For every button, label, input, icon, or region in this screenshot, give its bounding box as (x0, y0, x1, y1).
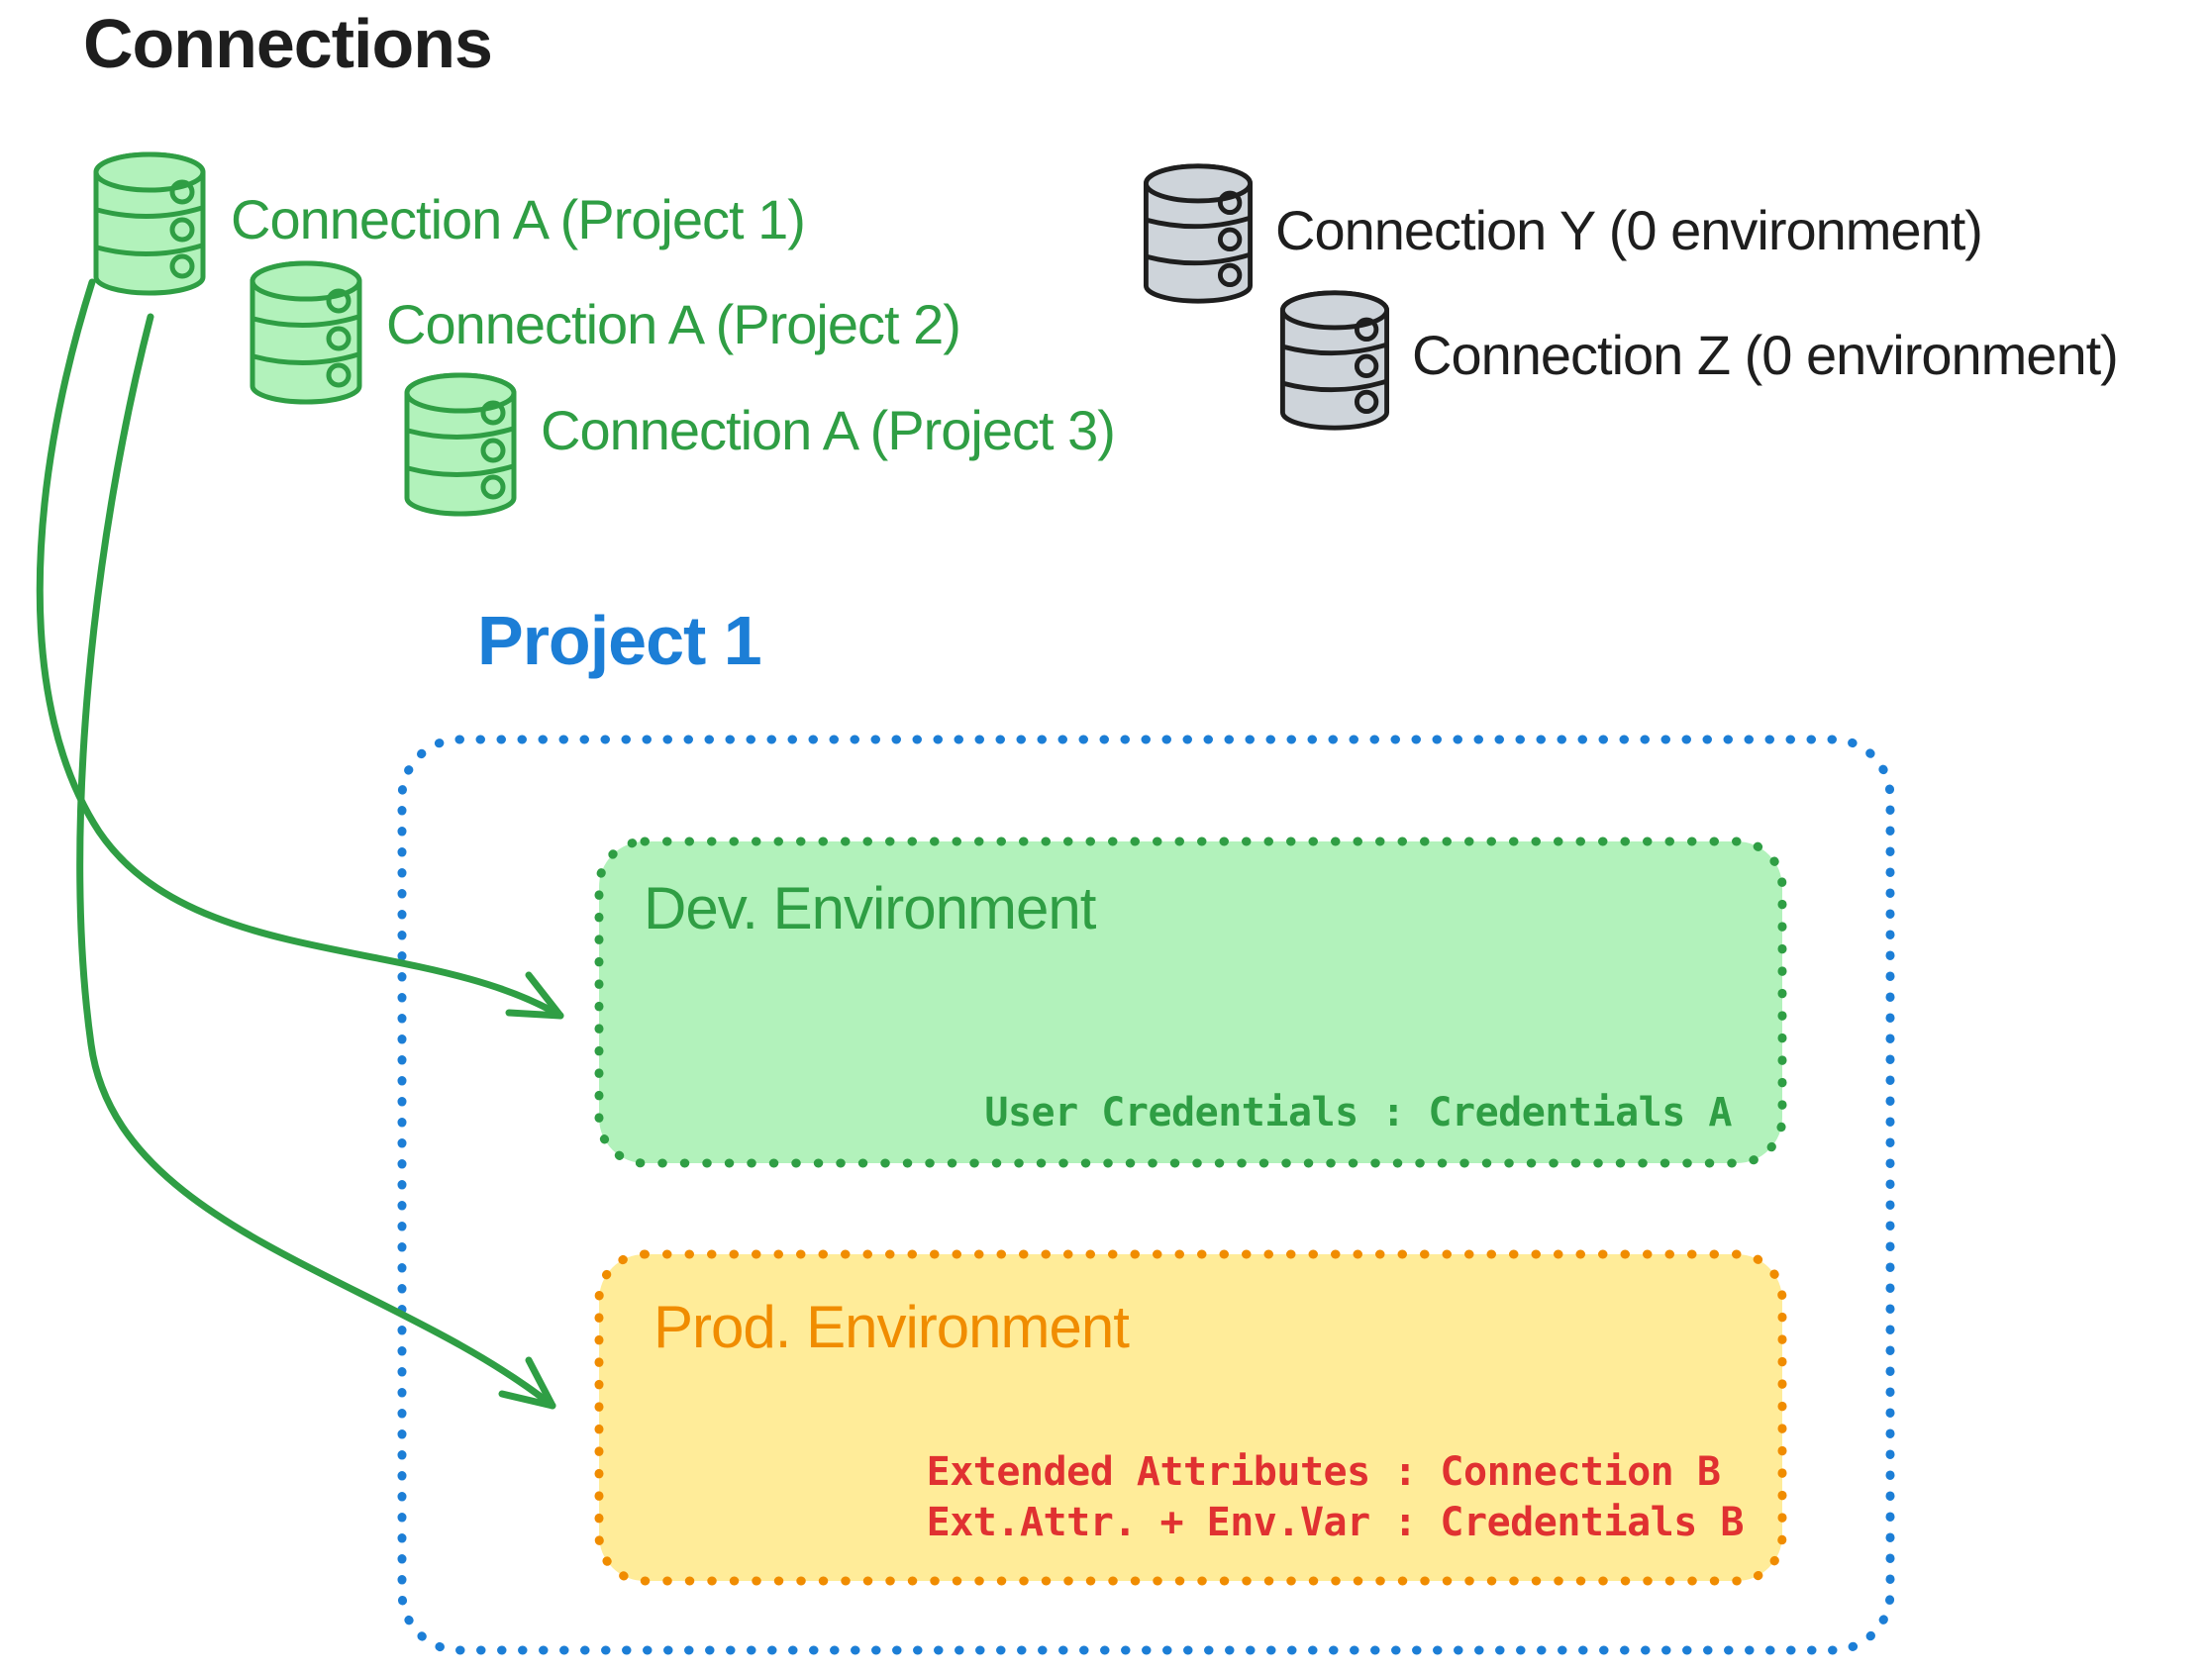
database-icon (1141, 160, 1256, 312)
project-1-title: Project 1 (477, 602, 762, 679)
dev-environment-label: Dev. Environment (644, 875, 1096, 941)
database-icon (402, 369, 519, 525)
dev-credentials-mapping: User Credentials : Credentials A (984, 1090, 1732, 1135)
prod-environment-label: Prod. Environment (654, 1294, 1130, 1360)
connection-a-project2-label: Connection A (Project 2) (386, 293, 961, 355)
connection-a-project1-label: Connection A (Project 1) (231, 188, 806, 250)
connection-y-label: Connection Y (0 environment) (1275, 199, 1983, 261)
dev-environment-box: Dev. Environment User Credentials : Cred… (594, 837, 1787, 1168)
prod-environment-border (594, 1249, 1787, 1586)
prod-extended-attributes-mapping: Extended Attributes : Connection B (926, 1449, 1721, 1495)
prod-mappings: Extended Attributes : Connection B Ext.A… (926, 1447, 1745, 1548)
prod-environment-box: Prod. Environment Extended Attributes : … (594, 1249, 1787, 1586)
prod-env-var-mapping: Ext.Attr. + Env.Var : Credentials B (926, 1500, 1745, 1545)
project-1-box-border (397, 735, 1895, 1655)
connection-a-project3-label: Connection A (Project 3) (541, 399, 1116, 461)
project-1-box (396, 734, 1896, 1656)
dev-environment-border (594, 837, 1787, 1168)
database-icon (91, 148, 208, 304)
database-icon (248, 257, 364, 413)
database-icon (1277, 287, 1392, 439)
connection-z-label: Connection Z (0 environment) (1412, 324, 2119, 386)
page-title: Connections (83, 5, 493, 82)
